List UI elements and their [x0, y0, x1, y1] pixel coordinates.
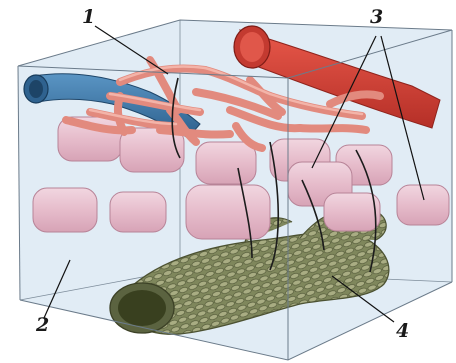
label-3: 3: [370, 8, 383, 27]
label-4: 4: [396, 322, 409, 341]
tissue-cell: [33, 188, 97, 232]
tissue-cell: [186, 185, 270, 239]
tissue-cell: [110, 192, 166, 232]
tissue-cell: [196, 142, 256, 184]
label-2: 2: [36, 316, 49, 335]
tissue-cell: [324, 193, 380, 231]
tissue-cell: [397, 185, 449, 225]
label-1: 1: [82, 8, 95, 27]
